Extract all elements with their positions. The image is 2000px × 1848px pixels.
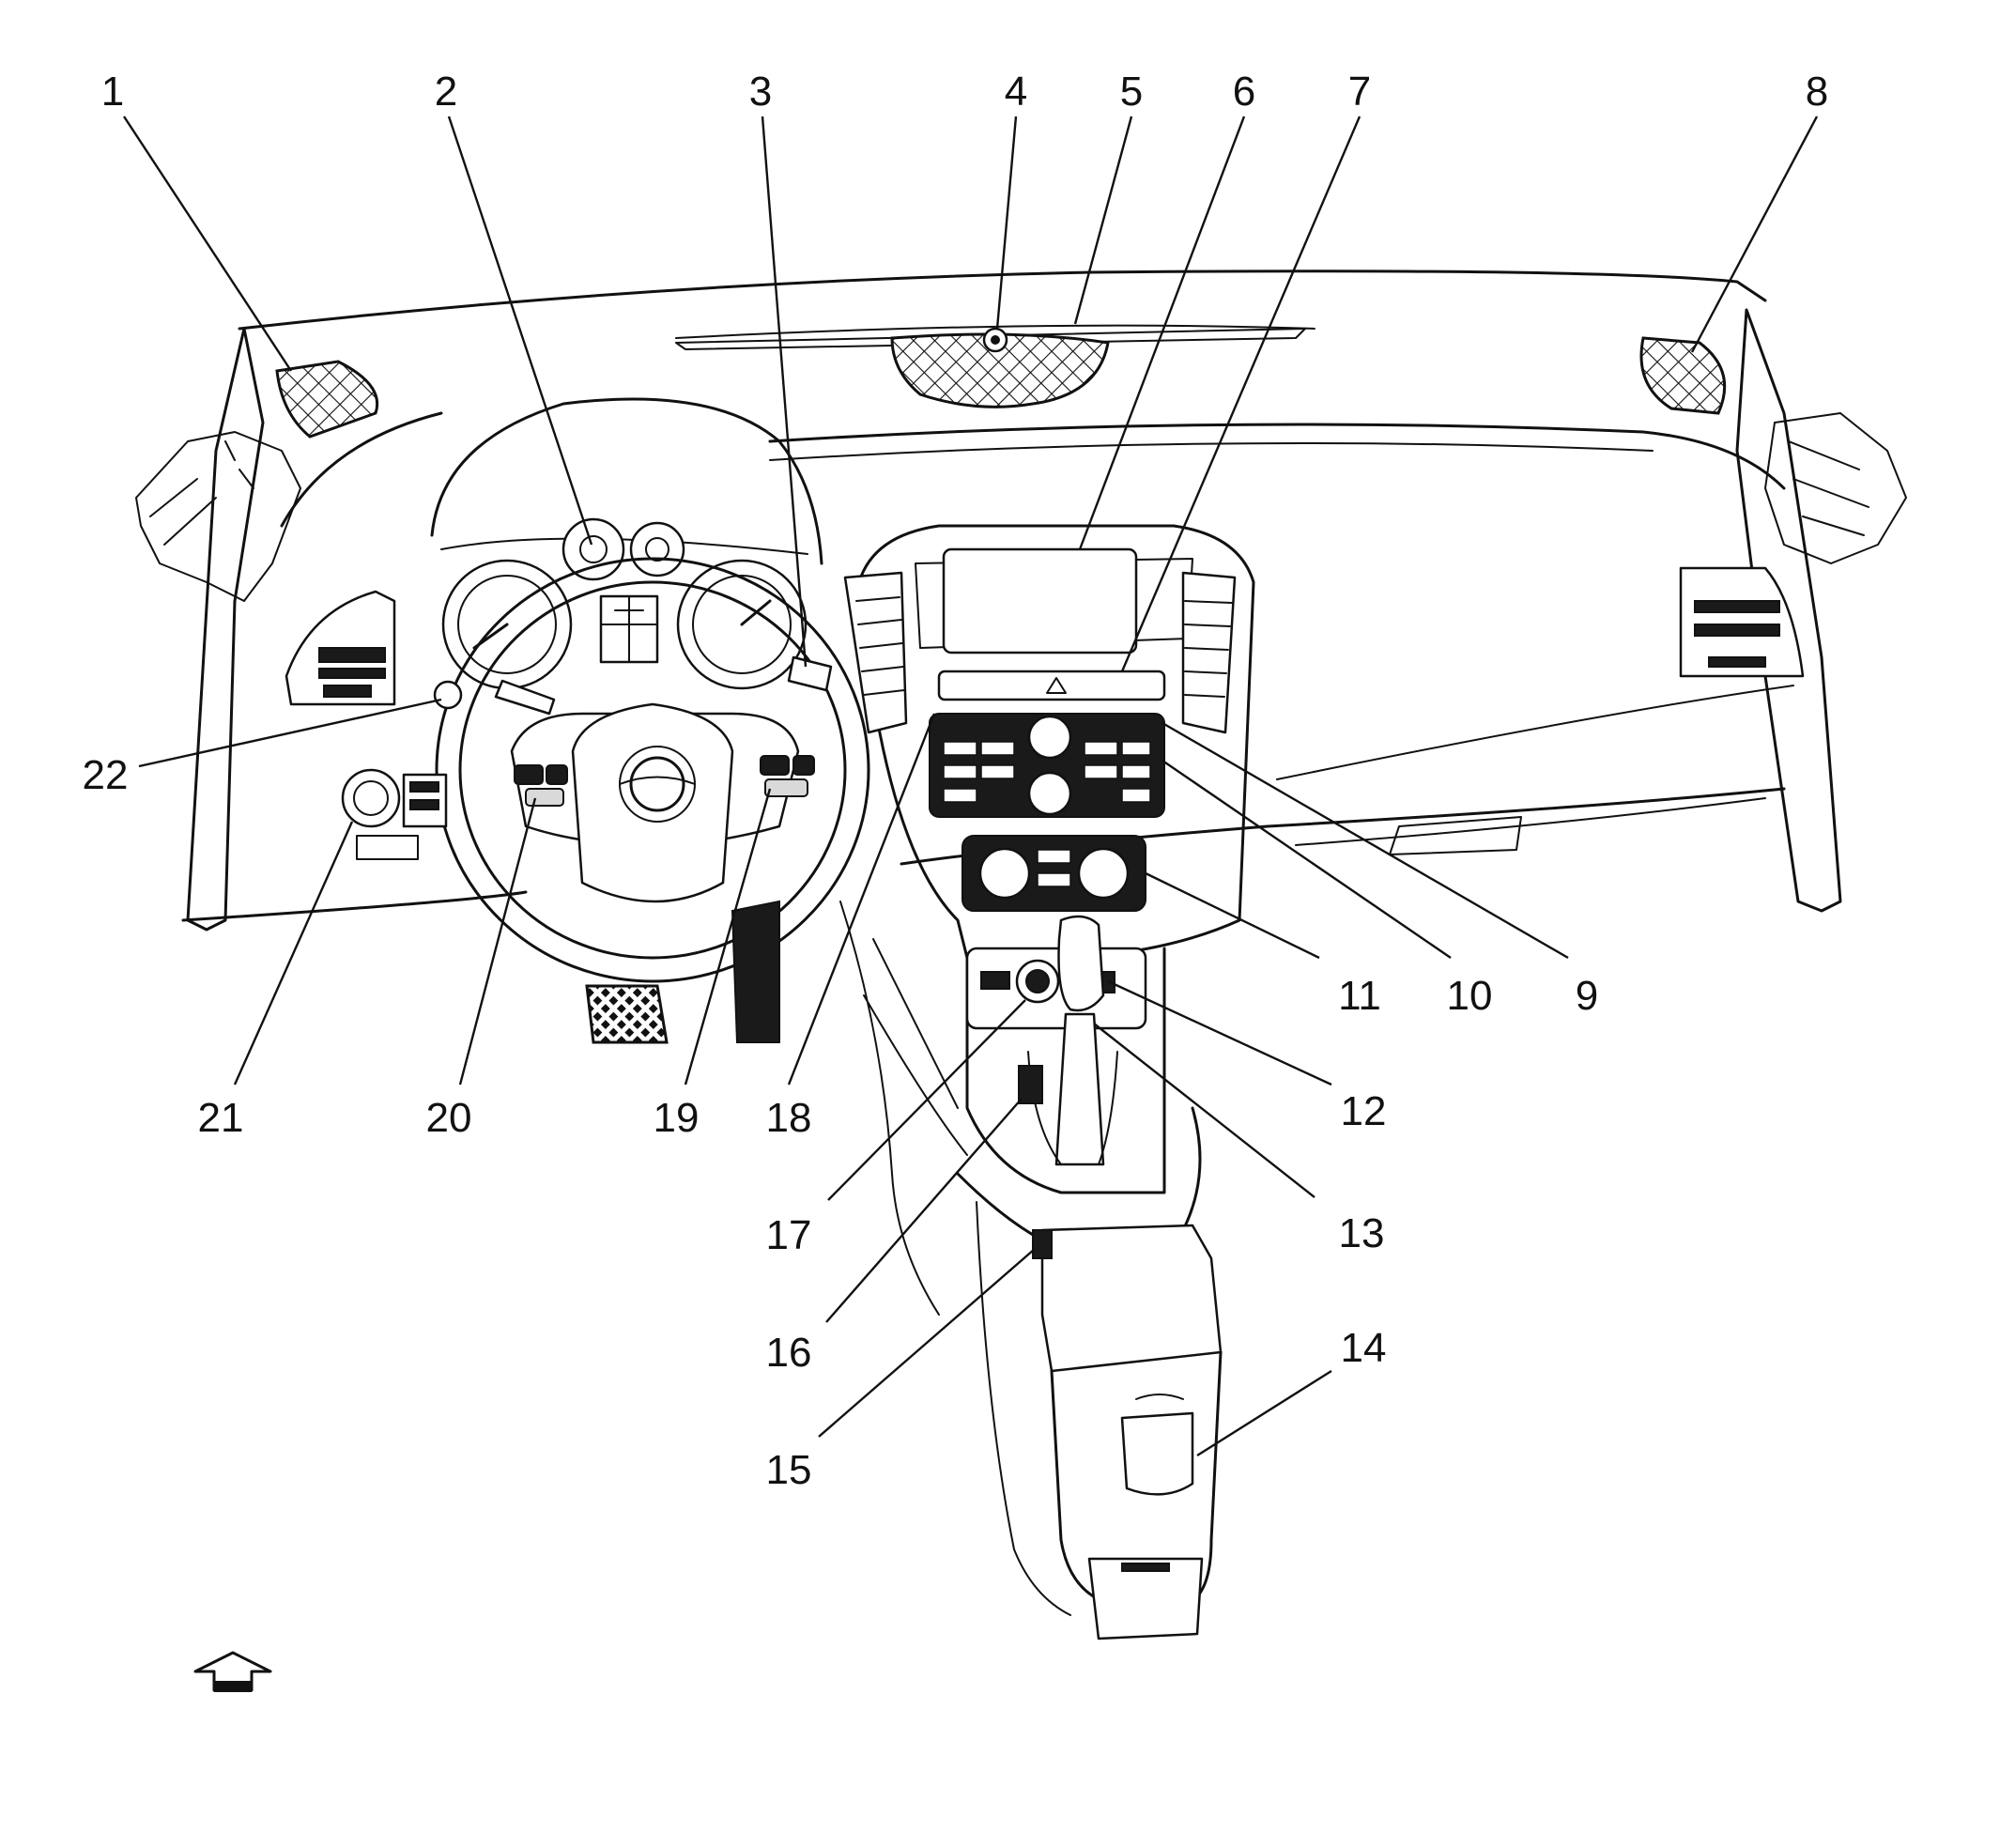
leader-16 — [825, 1098, 1023, 1323]
leader-5 — [1073, 116, 1133, 325]
leader-10 — [1162, 760, 1452, 959]
callout-11: 11 — [1338, 973, 1381, 1019]
leader-15 — [818, 1248, 1036, 1438]
leader-17 — [827, 999, 1026, 1201]
leader-2 — [447, 116, 593, 546]
callout-leaders — [122, 116, 1819, 1457]
callout-18: 18 — [766, 1095, 812, 1141]
callout-4: 4 — [1005, 69, 1027, 115]
callout-9: 9 — [1576, 973, 1598, 1019]
leader-3 — [761, 116, 808, 668]
callout-14: 14 — [1341, 1325, 1387, 1371]
callout-2: 2 — [435, 69, 457, 115]
leader-20 — [458, 797, 537, 1086]
accelerator-pedal — [731, 900, 780, 1043]
callout-numbers: 1 2 3 4 5 6 7 8 9 10 11 12 13 14 15 16 1… — [83, 69, 1829, 1493]
callout-5: 5 — [1120, 69, 1143, 115]
callout-19: 19 — [654, 1095, 700, 1141]
callout-13: 13 — [1339, 1210, 1385, 1256]
leader-12 — [1107, 979, 1332, 1086]
callout-1: 1 — [101, 69, 124, 115]
callout-20: 20 — [426, 1095, 472, 1141]
display-screen — [942, 547, 1138, 654]
defrost-grille-center — [890, 332, 1110, 408]
side-window-defrost-left — [275, 360, 379, 439]
leader-9 — [1162, 721, 1569, 960]
callout-6: 6 — [1233, 69, 1255, 115]
callout-15: 15 — [766, 1447, 812, 1493]
instrument-cluster — [441, 517, 808, 690]
callout-8: 8 — [1806, 69, 1828, 115]
leader-19 — [684, 788, 772, 1086]
leader-22 — [138, 698, 442, 768]
callout-3: 3 — [749, 69, 772, 115]
steering-wheel — [435, 557, 870, 983]
callout-21: 21 — [198, 1095, 244, 1141]
callout-12: 12 — [1341, 1088, 1387, 1134]
callout-7: 7 — [1348, 69, 1371, 115]
callout-17: 17 — [766, 1212, 812, 1258]
callout-22: 22 — [83, 752, 129, 798]
leader-4 — [995, 116, 1018, 330]
leader-13 — [1093, 1023, 1315, 1198]
side-window-defrost-right — [1639, 336, 1727, 415]
callout-10: 10 — [1447, 973, 1493, 1019]
dashboard-drawing — [135, 270, 1907, 1640]
forward-arrow-icon — [193, 1651, 272, 1692]
callout-16: 16 — [766, 1330, 812, 1376]
brake-pedal — [585, 984, 669, 1044]
leader-21 — [233, 821, 354, 1086]
leader-18 — [787, 713, 936, 1086]
leader-6 — [1078, 116, 1246, 550]
leader-8 — [1690, 116, 1819, 353]
leader-11 — [1145, 871, 1320, 960]
leader-14 — [1196, 1369, 1332, 1457]
leader-1 — [122, 116, 293, 372]
leader-7 — [1120, 116, 1362, 672]
